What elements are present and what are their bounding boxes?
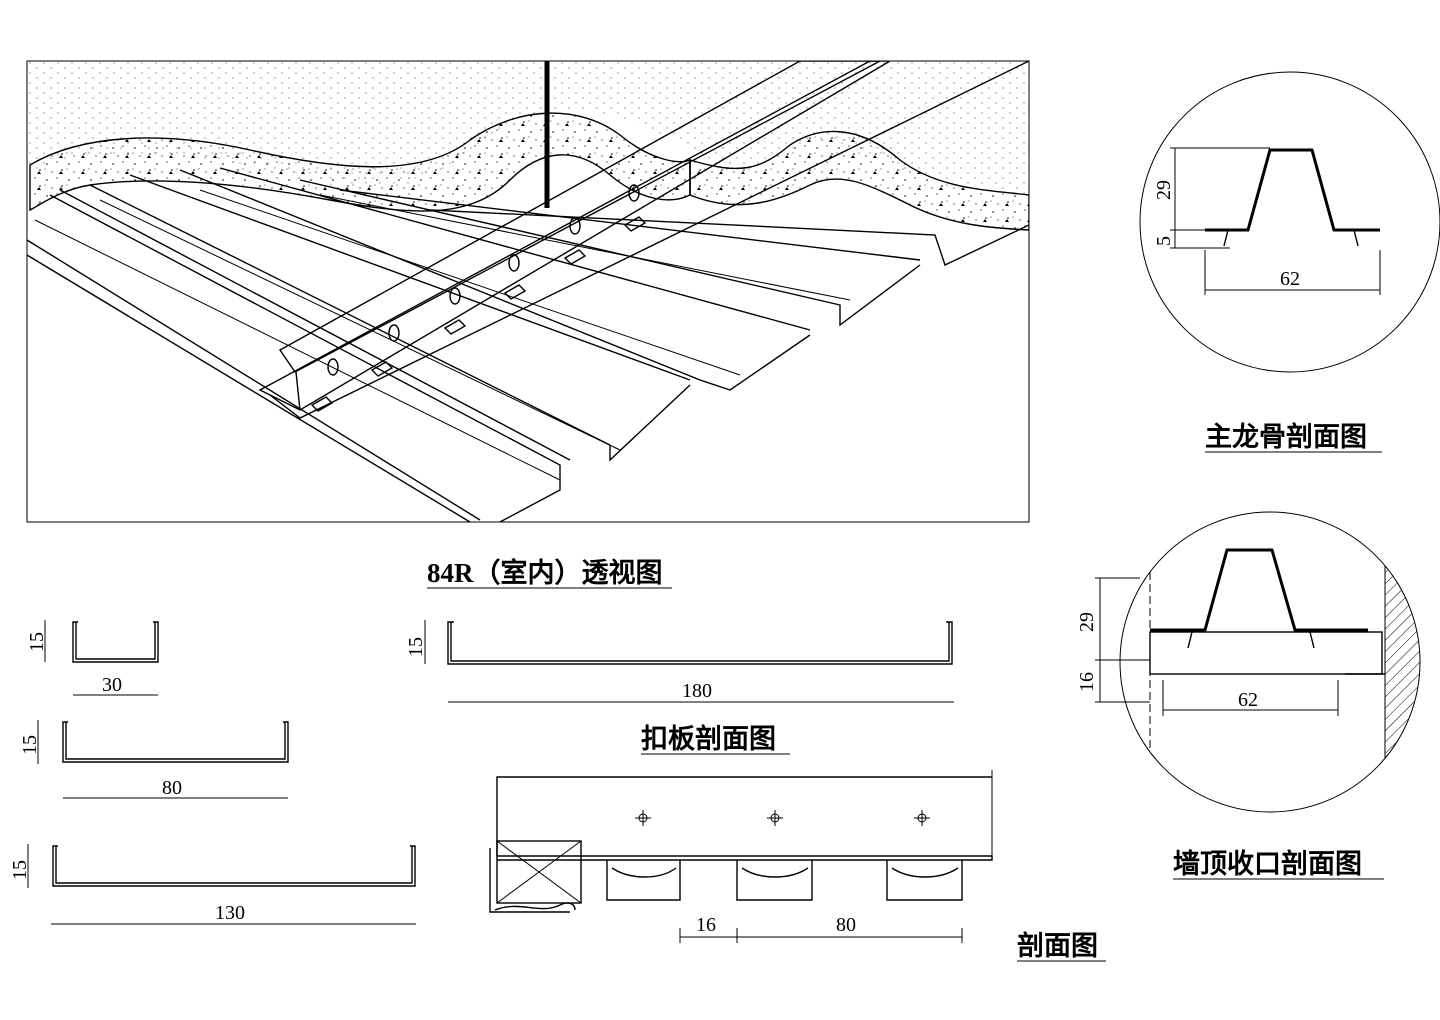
main-keel-height: 29 (1153, 180, 1175, 200)
panel-profile-30: 15 30 (26, 620, 159, 696)
panel-profile-130: 15 130 (9, 844, 416, 925)
wall-top-height: 29 (1076, 612, 1098, 632)
wall-top-width: 62 (1238, 689, 1258, 711)
wall-top-title: 墙顶收口剖面图 (1173, 848, 1362, 879)
wall-top-section: 29 16 62 墙顶收口剖面图 (1076, 511, 1421, 880)
panel-profile-80: 15 80 (19, 720, 289, 799)
screw-mark (914, 810, 930, 826)
panel-30-width: 30 (102, 674, 122, 696)
main-keel-rail (258, 61, 1029, 419)
ceiling-panels (27, 167, 1029, 522)
panel-section-title: 扣板剖面图 (641, 723, 776, 754)
panel-profile-180: 15 180 扣板剖面图 (405, 620, 954, 755)
perspective-view: 84R（室内）透视图 (26, 60, 1030, 589)
panel-80-width: 80 (162, 777, 182, 799)
panel-130-width: 130 (215, 902, 245, 924)
panel-180-height: 15 (405, 637, 427, 657)
main-keel-section: 29 5 62 主龙骨剖面图 (1139, 71, 1440, 453)
wall-top-panel: 16 (1076, 672, 1098, 692)
section-title: 剖面图 (1017, 930, 1098, 961)
panel-130-height: 15 (9, 860, 31, 880)
insulation-layer (29, 112, 691, 212)
main-keel-title: 主龙骨剖面图 (1205, 421, 1367, 452)
screw-mark (767, 810, 783, 826)
section-width: 80 (836, 914, 856, 936)
main-keel-lip: 5 (1153, 236, 1175, 246)
section-view: 16 80 剖面图 (489, 770, 1106, 962)
perspective-title: 84R（室内）透视图 (427, 557, 663, 588)
panel-180-width: 180 (682, 680, 712, 702)
main-keel-width: 62 (1280, 268, 1300, 290)
panel-30-height: 15 (26, 632, 48, 652)
panel-80-height: 15 (19, 735, 41, 755)
perspective-frame (26, 60, 1030, 523)
screw-mark (635, 810, 651, 826)
section-gap: 16 (696, 914, 716, 936)
insulation-layer-right (689, 130, 1029, 231)
